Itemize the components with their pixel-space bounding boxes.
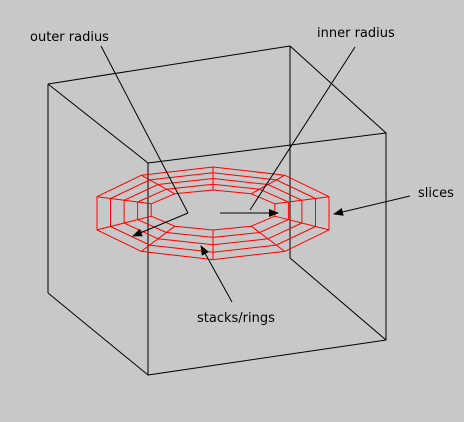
mesh-slice-edge — [141, 174, 176, 195]
box-edge-top-left — [47, 83, 149, 164]
bounding-box — [47, 45, 387, 376]
outer-radius-arrow — [132, 212, 189, 237]
mesh-slice-edge — [140, 225, 176, 252]
inner-radius-leader — [249, 46, 356, 211]
slices-arrow — [333, 195, 411, 216]
mesh-slice-edge — [274, 215, 330, 231]
mesh-slice-edge — [274, 196, 330, 205]
box-front-face — [147, 132, 387, 376]
mesh-slice-edge — [250, 174, 285, 195]
box-edge-bottom-right — [289, 257, 387, 341]
box-edge-back-top — [47, 45, 291, 85]
mesh-slice-edge — [96, 196, 152, 205]
box-edge-top-right — [289, 45, 387, 134]
stacks-rings-arrow — [200, 245, 233, 303]
slices-label: slices — [418, 186, 454, 201]
annotations — [100, 45, 411, 303]
inner-radius-label: inner radius — [317, 26, 395, 41]
mesh-slice-edge — [96, 215, 152, 231]
outer-radius-label: outer radius — [30, 30, 109, 45]
annulus-mesh — [96, 166, 330, 261]
stacks-rings-label: stacks/rings — [197, 311, 275, 326]
mesh-slice-edge — [250, 225, 286, 252]
outer-radius-leader — [100, 45, 189, 214]
box-edge-bottom-left — [47, 292, 149, 376]
